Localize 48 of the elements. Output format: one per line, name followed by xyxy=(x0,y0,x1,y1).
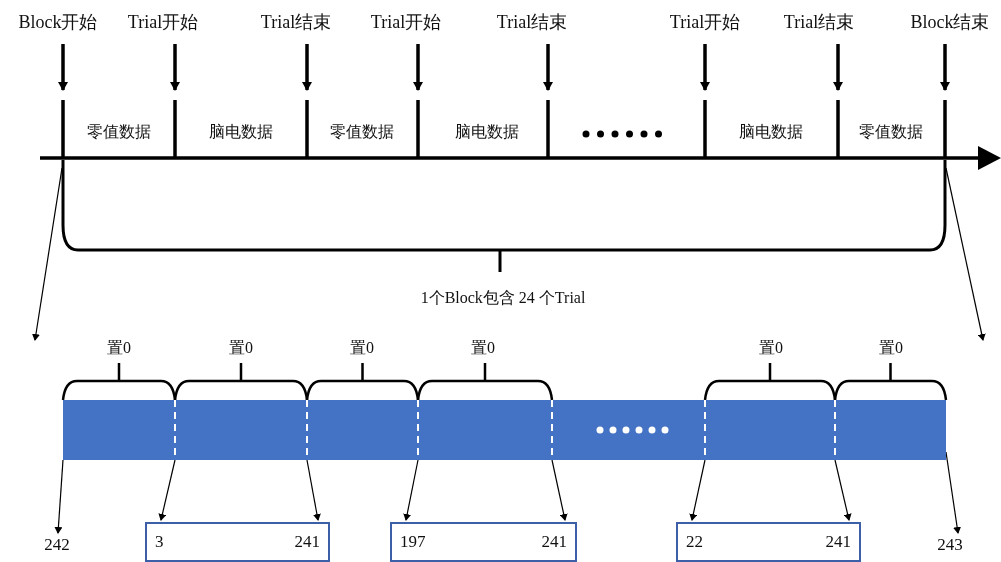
arrow xyxy=(834,459,852,521)
index-number: 241 xyxy=(541,532,567,552)
arrow xyxy=(306,459,321,521)
arrow xyxy=(551,459,568,521)
segment-label: 零值数据 xyxy=(87,121,151,142)
arrow xyxy=(158,459,176,521)
data-bar xyxy=(63,400,946,460)
arrow xyxy=(689,459,706,521)
segment-label: 零值数据 xyxy=(859,121,923,142)
event-label: Trial结束 xyxy=(783,10,855,34)
index-number: 241 xyxy=(294,532,320,552)
range-box xyxy=(145,522,330,562)
segment-label: 零值数据 xyxy=(330,121,394,142)
arrow xyxy=(543,44,553,91)
zero-label: 置0 xyxy=(350,337,374,358)
segment-label: 脑电数据 xyxy=(739,121,803,142)
index-number: 22 xyxy=(686,532,703,552)
event-label: Block结束 xyxy=(910,10,990,34)
zero-label: 置0 xyxy=(229,337,253,358)
zero-label: 置0 xyxy=(107,337,131,358)
index-number: 241 xyxy=(825,532,851,552)
range-box xyxy=(390,522,577,562)
index-number: 3 xyxy=(155,532,164,552)
arrow xyxy=(170,44,180,91)
event-label: Trial开始 xyxy=(669,10,741,34)
arrow xyxy=(940,44,950,91)
range-box xyxy=(676,522,861,562)
arrow xyxy=(403,459,419,521)
zero-label: 置0 xyxy=(879,337,903,358)
zero-label: 置0 xyxy=(471,337,495,358)
index-number: 197 xyxy=(400,532,426,552)
arrow xyxy=(833,44,843,91)
arrow xyxy=(58,44,68,91)
event-label: Trial开始 xyxy=(127,10,199,34)
segment-label: 脑电数据 xyxy=(455,121,519,142)
event-label: Trial结束 xyxy=(260,10,332,34)
arrow xyxy=(302,44,312,91)
index-number: 243 xyxy=(937,535,963,555)
event-label: Trial开始 xyxy=(370,10,442,34)
bracket-label: 1个Block包含 24 个Trial xyxy=(420,287,586,308)
arrow xyxy=(413,44,423,91)
zero-label: 置0 xyxy=(759,337,783,358)
arrow xyxy=(700,44,710,91)
segment-label: 脑电数据 xyxy=(209,121,273,142)
event-label: Block开始 xyxy=(18,10,98,34)
arrow xyxy=(54,459,64,534)
index-number: 242 xyxy=(44,535,70,555)
event-label: Trial结束 xyxy=(496,10,568,34)
